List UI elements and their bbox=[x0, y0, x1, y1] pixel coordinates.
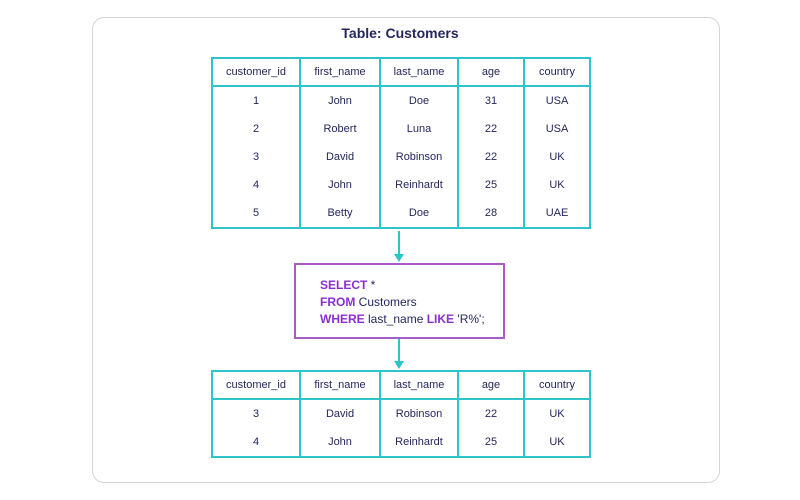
keyword-from: FROM bbox=[320, 295, 356, 309]
table-cell: John bbox=[299, 86, 381, 115]
table-cell: 4 bbox=[211, 171, 301, 199]
sql-query-box: SELECT * FROM Customers WHERE last_name … bbox=[294, 263, 505, 339]
query-text: last_name bbox=[364, 312, 427, 326]
table-cell: John bbox=[299, 171, 381, 199]
column-header: last_name bbox=[379, 57, 459, 87]
query-text: Customers bbox=[355, 295, 417, 309]
table-cell: 1 bbox=[211, 86, 301, 115]
table-cell: 4 bbox=[211, 428, 301, 458]
diagram-title: Table: Customers bbox=[341, 25, 459, 41]
table-row: 3 David Robinson 22 UK bbox=[211, 399, 591, 428]
column-header: first_name bbox=[299, 370, 381, 400]
table-row: 2 Robert Luna 22 USA bbox=[211, 115, 591, 143]
column-header: country bbox=[523, 370, 591, 400]
query-line-where: WHERE last_name LIKE 'R%'; bbox=[320, 311, 503, 328]
table-row: 4 John Reinhardt 25 UK bbox=[211, 428, 591, 458]
table-cell: Reinhardt bbox=[379, 428, 459, 458]
arrow-connector-top bbox=[398, 231, 400, 254]
table-cell: 25 bbox=[457, 428, 525, 458]
source-header-row: customer_id first_name last_name age cou… bbox=[211, 57, 591, 87]
keyword-select: SELECT bbox=[320, 278, 368, 292]
keyword-where: WHERE bbox=[320, 312, 365, 326]
column-header: first_name bbox=[299, 57, 381, 87]
table-cell: David bbox=[299, 143, 381, 171]
table-cell: Doe bbox=[379, 199, 459, 229]
table-cell: 28 bbox=[457, 199, 525, 229]
table-row: 4 John Reinhardt 25 UK bbox=[211, 171, 591, 199]
table-cell: John bbox=[299, 428, 381, 458]
table-row: 1 John Doe 31 USA bbox=[211, 86, 591, 115]
query-text: 'R%'; bbox=[454, 312, 485, 326]
column-header: customer_id bbox=[211, 370, 301, 400]
query-text: * bbox=[367, 278, 376, 292]
table-cell: 31 bbox=[457, 86, 525, 115]
table-cell: Betty bbox=[299, 199, 381, 229]
table-cell: USA bbox=[523, 115, 591, 143]
column-header: last_name bbox=[379, 370, 459, 400]
table-cell: Reinhardt bbox=[379, 171, 459, 199]
table-row: 5 Betty Doe 28 UAE bbox=[211, 199, 591, 229]
table-cell: Doe bbox=[379, 86, 459, 115]
table-cell: 5 bbox=[211, 199, 301, 229]
table-cell: 3 bbox=[211, 143, 301, 171]
table-cell: UK bbox=[523, 399, 591, 428]
table-cell: David bbox=[299, 399, 381, 428]
column-header: country bbox=[523, 57, 591, 87]
table-cell: Robert bbox=[299, 115, 381, 143]
table-cell: 2 bbox=[211, 115, 301, 143]
query-line-select: SELECT * bbox=[320, 277, 503, 294]
table-cell: UK bbox=[523, 143, 591, 171]
table-cell: UK bbox=[523, 171, 591, 199]
table-cell: Luna bbox=[379, 115, 459, 143]
table-cell: 22 bbox=[457, 115, 525, 143]
result-header-row: customer_id first_name last_name age cou… bbox=[211, 370, 591, 400]
table-cell: USA bbox=[523, 86, 591, 115]
query-line-from: FROM Customers bbox=[320, 294, 503, 311]
table-cell: Robinson bbox=[379, 143, 459, 171]
arrow-down-icon bbox=[394, 361, 404, 369]
table-cell: 22 bbox=[457, 143, 525, 171]
table-cell: Robinson bbox=[379, 399, 459, 428]
arrow-down-icon bbox=[394, 254, 404, 262]
column-header: age bbox=[457, 57, 525, 87]
keyword-like: LIKE bbox=[426, 312, 455, 326]
result-table: customer_id first_name last_name age cou… bbox=[211, 370, 591, 458]
arrow-connector-bottom bbox=[398, 339, 400, 361]
table-cell: UAE bbox=[523, 199, 591, 229]
table-row: 3 David Robinson 22 UK bbox=[211, 143, 591, 171]
table-cell: 22 bbox=[457, 399, 525, 428]
source-table: customer_id first_name last_name age cou… bbox=[211, 57, 591, 229]
column-header: customer_id bbox=[211, 57, 301, 87]
table-cell: 3 bbox=[211, 399, 301, 428]
table-cell: 25 bbox=[457, 171, 525, 199]
table-cell: UK bbox=[523, 428, 591, 458]
column-header: age bbox=[457, 370, 525, 400]
